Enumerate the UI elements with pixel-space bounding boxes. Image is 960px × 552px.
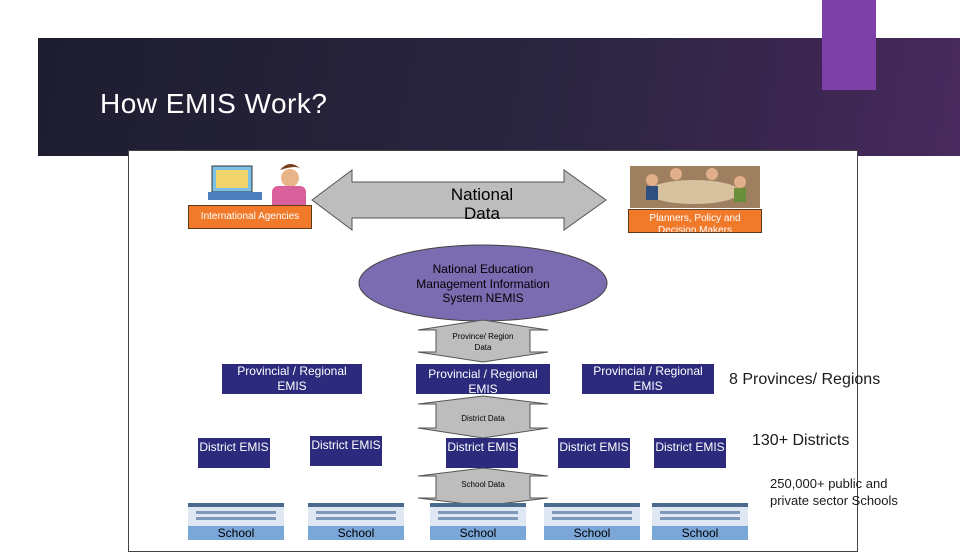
districts-note: 130+ Districts	[752, 432, 850, 449]
school-label: School	[308, 526, 404, 540]
school-label: School	[652, 526, 748, 540]
international-agencies-image	[206, 162, 310, 210]
provincial-emis-box: Provincial / Regional EMIS	[582, 364, 714, 394]
school-building-image	[308, 503, 404, 526]
school-label: School	[430, 526, 526, 540]
planners-image	[630, 166, 760, 208]
provincial-emis-box: Provincial / Regional EMIS	[416, 364, 550, 396]
school-images	[188, 503, 748, 526]
school-building-image	[652, 503, 748, 526]
district-emis-box: District EMIS	[310, 436, 382, 466]
school-label: School	[544, 526, 640, 540]
national-data-label: National Data	[450, 185, 514, 223]
slide-title: How EMIS Work?	[100, 88, 328, 119]
school-building-image	[544, 503, 640, 526]
district-emis-box: District EMIS	[446, 438, 518, 468]
school-label: School	[188, 526, 284, 540]
district-emis-box: District EMIS	[654, 438, 726, 468]
provinces-note: 8 Provinces/ Regions	[729, 371, 881, 388]
accent-bar	[822, 0, 876, 90]
nemis-label: National Education Management Informatio…	[416, 262, 550, 305]
district-emis-box: District EMIS	[558, 438, 630, 468]
school-building-image	[188, 503, 284, 526]
provincial-emis-box: Provincial / Regional EMIS	[222, 364, 362, 394]
national-data-arrow	[311, 169, 607, 231]
title-banner	[38, 38, 960, 156]
province-data-arrow	[417, 319, 549, 363]
schools-note: 250,000+ public and private sector Schoo…	[770, 476, 898, 508]
planners-label: Planners, Policy and Decision Makers	[628, 209, 762, 233]
district-emis-box: District EMIS	[198, 438, 270, 468]
school-data-label: School Data	[461, 480, 505, 489]
district-data-label: District Data	[461, 414, 505, 423]
province-data-label: Province/ Region Data	[452, 332, 514, 352]
diagram-shapes	[206, 162, 760, 507]
international-agencies-label: International Agencies	[188, 205, 312, 229]
school-building-image	[430, 503, 526, 526]
